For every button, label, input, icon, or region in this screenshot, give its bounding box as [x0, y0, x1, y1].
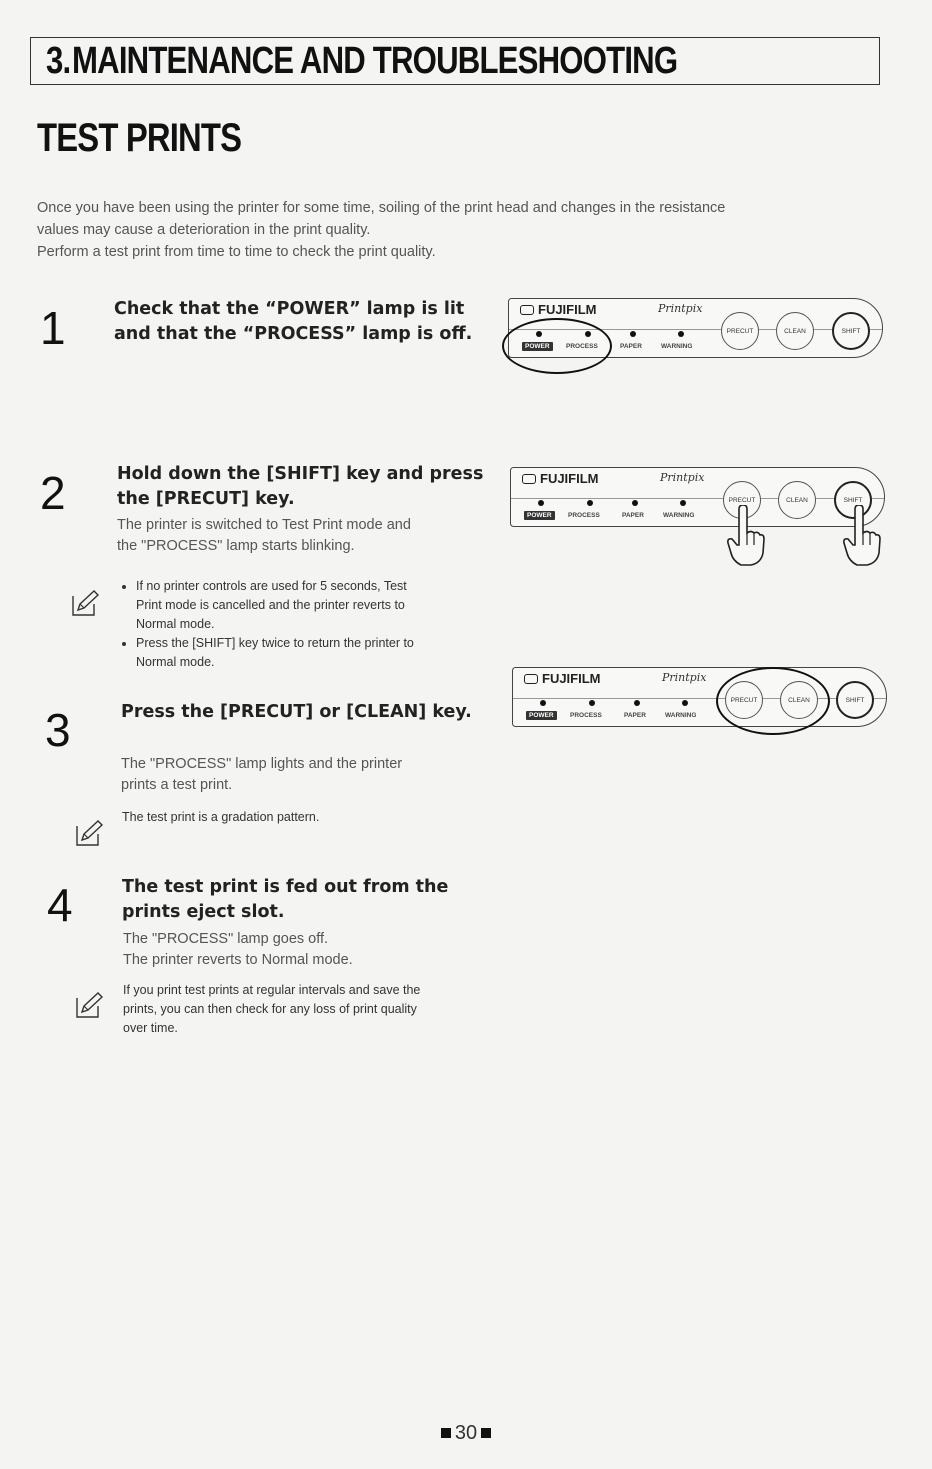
lamp-label-power: POWER	[524, 511, 555, 520]
step-3-description: The "PROCESS" lamp lights and the printe…	[121, 754, 402, 796]
printer-panel-1: FUJIFILM Printpix POWER PROCESS PAPER WA…	[502, 294, 888, 374]
desc-line: the "PROCESS" lamp starts blinking.	[117, 538, 355, 554]
page-number: 30	[0, 1422, 932, 1445]
note-line: over time.	[123, 1021, 178, 1035]
heading-line: Hold down the [SHIFT] key and press	[117, 464, 484, 484]
intro-paragraph: Once you have been using the printer for…	[37, 197, 867, 263]
step-3-note: The test print is a gradation pattern.	[122, 810, 320, 824]
intro-line: values may cause a deterioration in the …	[37, 222, 371, 238]
note-line: Normal mode.	[136, 617, 215, 631]
note-line: Normal mode.	[136, 655, 215, 669]
pencil-note-icon	[76, 992, 104, 1018]
shift-key: SHIFT	[832, 312, 870, 350]
heading-line: Check that the “POWER” lamp is lit	[114, 299, 465, 319]
lamp-dot	[634, 700, 640, 706]
shift-key: SHIFT	[836, 681, 874, 719]
step-4-number: 4	[47, 879, 73, 931]
clean-key: CLEAN	[778, 481, 816, 519]
pencil-note-icon	[76, 820, 104, 846]
lamp-label-paper: PAPER	[622, 512, 644, 519]
intro-line: Perform a test print from time to time t…	[37, 244, 436, 260]
desc-line: prints a test print.	[121, 777, 233, 793]
step-1-heading: Check that the “POWER” lamp is lit and t…	[114, 297, 472, 347]
step-3-heading: Press the [PRECUT] or [CLEAN] key.	[121, 700, 472, 725]
note-item: If no printer controls are used for 5 se…	[136, 577, 482, 634]
step-4-note: If you print test prints at regular inte…	[123, 981, 503, 1038]
brand-text: FUJIFILM	[538, 302, 597, 317]
pointing-hand-icon	[843, 505, 881, 566]
step-4-description: The "PROCESS" lamp goes off. The printer…	[123, 929, 353, 971]
fujifilm-logo-icon	[520, 305, 534, 315]
intro-line: Once you have been using the printer for…	[37, 200, 726, 216]
product-script-logo: Printpix	[662, 671, 707, 684]
lamp-label-warning: WARNING	[663, 512, 695, 519]
lamp-label-paper: PAPER	[624, 712, 646, 719]
section-title: MAINTENANCE AND TROUBLESHOOTING	[71, 39, 678, 82]
desc-line: The printer is switched to Test Print mo…	[117, 517, 411, 533]
desc-line: The printer reverts to Normal mode.	[123, 952, 353, 968]
step-2-number: 2	[40, 467, 66, 519]
lamp-dot	[589, 700, 595, 706]
square-bullet-icon	[481, 1428, 492, 1438]
brand-logo: FUJIFILM	[520, 302, 597, 317]
step-2-heading: Hold down the [SHIFT] key and press the …	[117, 462, 483, 512]
brand-text: FUJIFILM	[542, 671, 601, 686]
lamp-dot	[678, 331, 684, 337]
lamp-label-warning: WARNING	[665, 712, 697, 719]
heading-line: the [PRECUT] key.	[117, 489, 295, 509]
brand-logo: FUJIFILM	[524, 671, 601, 686]
lamp-dot	[538, 500, 544, 506]
lamp-dot	[680, 500, 686, 506]
lamp-dot	[630, 331, 636, 337]
section-number: 3.	[46, 39, 71, 82]
lamp-dot	[587, 500, 593, 506]
fujifilm-logo-icon	[522, 474, 536, 484]
lamp-dot	[632, 500, 638, 506]
note-item: Press the [SHIFT] key twice to return th…	[136, 634, 482, 672]
square-bullet-icon	[440, 1428, 451, 1438]
step-4-heading: The test print is fed out from the print…	[122, 875, 448, 925]
note-line: If no printer controls are used for 5 se…	[136, 579, 407, 593]
fujifilm-logo-icon	[524, 674, 538, 684]
heading-line: prints eject slot.	[122, 902, 285, 922]
step-2-notes: If no printer controls are used for 5 se…	[122, 577, 482, 672]
page-title: TEST PRINTS	[37, 116, 242, 160]
pencil-note-icon	[72, 590, 100, 616]
lamp-label-process: PROCESS	[568, 512, 600, 519]
lamp-label-warning: WARNING	[661, 343, 693, 350]
printer-panel-2: FUJIFILM Printpix POWER PROCESS PAPER WA…	[510, 463, 890, 566]
heading-line: The test print is fed out from the	[122, 877, 449, 897]
section-header: 3. MAINTENANCE AND TROUBLESHOOTING	[30, 37, 880, 85]
lamp-label-power: POWER	[526, 711, 557, 720]
lamp-dot	[540, 700, 546, 706]
highlight-ellipse	[716, 667, 830, 735]
note-line: Print mode is cancelled and the printer …	[136, 598, 405, 612]
product-script-logo: Printpix	[660, 471, 705, 484]
clean-key: CLEAN	[776, 312, 814, 350]
step-1-number: 1	[40, 302, 66, 354]
note-line: Press the [SHIFT] key twice to return th…	[136, 636, 414, 650]
step-3-number: 3	[45, 704, 71, 756]
lamp-label-process: PROCESS	[570, 712, 602, 719]
brand-logo: FUJIFILM	[522, 471, 599, 486]
precut-key: PRECUT	[721, 312, 759, 350]
desc-line: The "PROCESS" lamp lights and the printe…	[121, 756, 403, 772]
panel-body	[510, 467, 885, 527]
printer-panel-3: FUJIFILM Printpix POWER PROCESS PAPER WA…	[512, 663, 892, 735]
lamp-dot	[682, 700, 688, 706]
brand-text: FUJIFILM	[540, 471, 599, 486]
step-2-description: The printer is switched to Test Print mo…	[117, 515, 411, 557]
lamp-label-paper: PAPER	[620, 343, 642, 350]
heading-line: and that the “PROCESS” lamp is off.	[114, 324, 473, 344]
shift-key: SHIFT	[834, 481, 872, 519]
desc-line: The "PROCESS" lamp goes off.	[123, 931, 329, 947]
note-line: prints, you can then check for any loss …	[123, 1002, 417, 1016]
highlight-ellipse	[502, 318, 612, 374]
product-script-logo: Printpix	[658, 302, 703, 315]
page-number-text: 30	[454, 1422, 478, 1444]
pointing-hand-icon	[727, 505, 765, 566]
heading-line: Press the [PRECUT] or [CLEAN] key.	[121, 702, 472, 722]
note-line: If you print test prints at regular inte…	[123, 983, 421, 997]
